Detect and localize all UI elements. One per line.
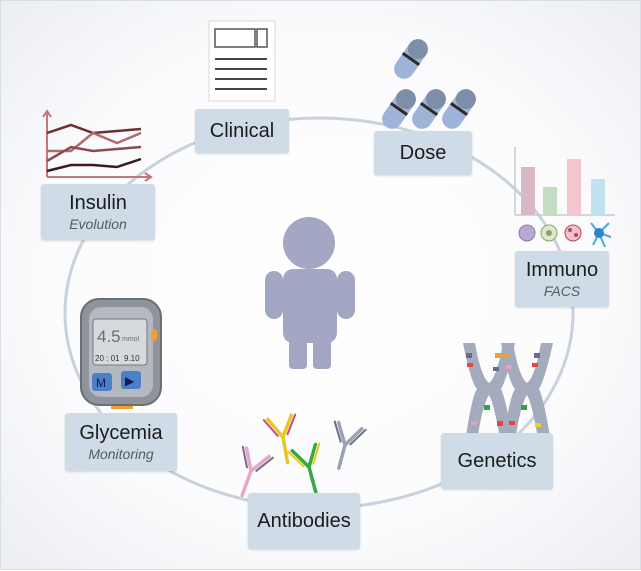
clinical-document-icon	[208, 20, 276, 102]
antibodies-node: Antibodies	[248, 493, 360, 549]
person-icon	[265, 217, 355, 369]
meter-date: 9.10	[124, 354, 140, 363]
clinical-node: Clinical	[195, 109, 289, 153]
glycemia-label: Glycemia	[79, 421, 163, 444]
insulin-node: Insulin Evolution	[41, 184, 155, 240]
immuno-sublabel: FACS	[543, 282, 581, 299]
immune-cells-icon	[518, 222, 612, 248]
immuno-node: Immuno FACS	[515, 251, 609, 307]
glycemia-node: Glycemia Monitoring	[65, 413, 177, 471]
genetics-node: Genetics	[441, 433, 553, 489]
chromosomes-icon	[463, 343, 553, 457]
glucose-unit: mmol	[122, 336, 140, 343]
insulin-sublabel: Evolution	[69, 215, 127, 232]
insulin-trend-chart-icon	[42, 109, 153, 182]
insulin-label: Insulin	[69, 191, 127, 214]
genetics-label: Genetics	[457, 450, 537, 472]
glycemia-sublabel: Monitoring	[88, 445, 154, 462]
glucometer-icon: 4.5 mmol 20 : 01 9.10 M ▶	[80, 298, 162, 409]
pills-icon	[382, 39, 476, 129]
meter-m-button-label: M	[96, 376, 106, 390]
meter-time: 20 : 01	[95, 354, 120, 363]
antibodies-icon	[240, 413, 367, 498]
clinical-label: Clinical	[209, 120, 275, 142]
glucose-reading: 4.5	[97, 327, 121, 346]
antibodies-label: Antibodies	[257, 510, 351, 532]
immuno-label: Immuno	[525, 258, 599, 281]
dose-label: Dose	[399, 142, 447, 164]
facs-bar-icon	[514, 147, 615, 216]
meter-arrow-button-label: ▶	[125, 374, 135, 388]
dose-node: Dose	[374, 131, 472, 175]
